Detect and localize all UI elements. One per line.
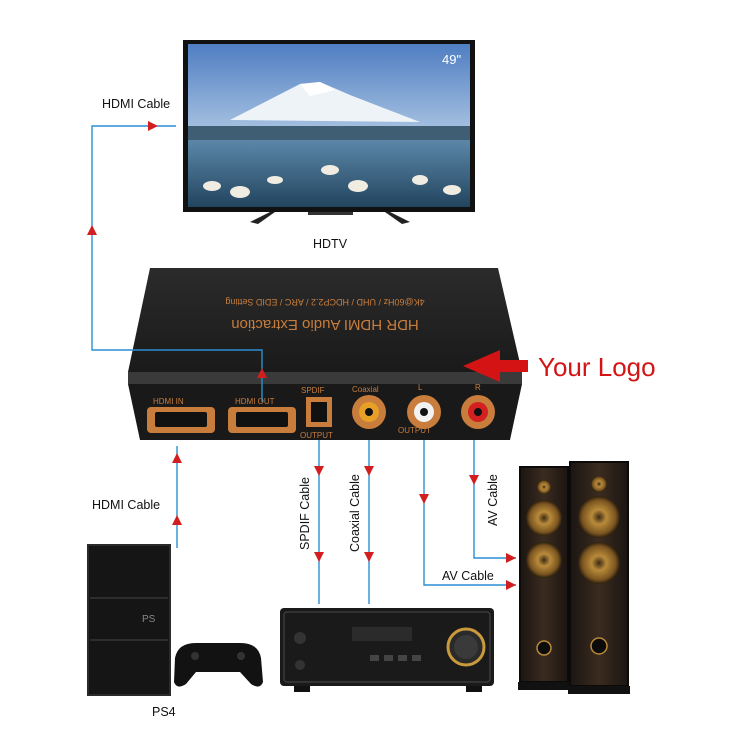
extractor-features: 4K@60Hz / UHD / HDCP2.2 / ARC / EDID Set… — [225, 297, 424, 307]
port-label-hdmi-in: HDMI IN — [153, 397, 184, 406]
ps4-controller — [174, 642, 263, 687]
cable-label-hdmi-bottom: HDMI Cable — [92, 498, 161, 512]
cable-av-left-to-speakers — [423, 440, 516, 586]
tv-label: HDTV — [313, 237, 348, 251]
hdmi-out-port — [228, 407, 296, 433]
spdif-port — [306, 397, 332, 427]
ps4-label: PS4 — [152, 705, 176, 719]
audio-right-port — [461, 395, 495, 429]
port-label-audio-output: OUTPUT — [398, 426, 431, 435]
flow-arrows — [87, 121, 516, 590]
port-label-output: OUTPUT — [300, 431, 333, 440]
extractor-product-name: HDR HDMI Audio Extraction — [231, 316, 419, 333]
svg-text:PS: PS — [142, 614, 156, 625]
cable-label-coaxial: Coaxial Cable — [348, 474, 362, 552]
cable-label-hdmi-top: HDMI Cable — [102, 97, 171, 111]
port-label-coaxial: Coaxial — [352, 385, 379, 394]
hdtv: 49" — [183, 40, 475, 224]
hdmi-in-port — [147, 407, 215, 433]
tower-speakers — [518, 461, 630, 694]
coaxial-port — [352, 395, 386, 429]
audio-left-port — [407, 395, 441, 429]
cable-label-av-vertical: AV Cable — [486, 474, 500, 526]
logo-pointer-arrow — [463, 350, 528, 382]
ps4-console: PS — [87, 544, 171, 696]
cable-label-av-horizontal: AV Cable — [442, 569, 494, 583]
port-label-left: L — [418, 383, 423, 392]
av-receiver — [280, 608, 494, 692]
hdmi-audio-extractor: HDR HDMI Audio Extraction 4K@60Hz / UHD … — [128, 268, 522, 440]
port-label-right: R — [475, 383, 481, 392]
cable-hdmi-out-to-tv — [91, 125, 263, 402]
speaker-right — [568, 461, 630, 694]
cable-label-spdif: SPDIF Cable — [298, 477, 312, 550]
your-logo-callout: Your Logo — [538, 352, 656, 382]
port-label-hdmi-out: HDMI OUT — [235, 397, 275, 406]
port-label-spdif: SPDIF — [301, 386, 325, 395]
speaker-left — [518, 466, 570, 690]
tv-size-badge: 49" — [442, 52, 461, 67]
